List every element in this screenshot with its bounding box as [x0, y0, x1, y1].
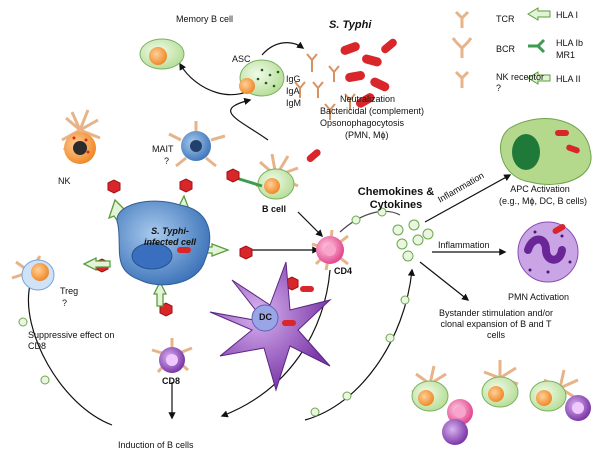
- apc-activation-label: APC Activation: [510, 184, 570, 194]
- arrow-asc-to-antibody: [261, 41, 305, 56]
- legend-nk-receptor-label: NK receptor ?: [496, 72, 545, 93]
- apc-cell: [500, 118, 592, 185]
- memory-b-cell: [139, 38, 185, 70]
- s-typhi-label: S. Typhi: [329, 19, 372, 31]
- nk-cell: [61, 109, 101, 164]
- bystander-label: Bystander stimulation and/or clonal expa…: [438, 308, 554, 340]
- pmn-mphi-label: (PMN, Mϕ): [345, 130, 389, 140]
- apc-examples-label: (e.g., Mϕ, DC, B cells): [498, 196, 588, 206]
- cd8-label: CD8: [162, 376, 181, 386]
- iga-label: IgA: [286, 86, 300, 96]
- legend-bcr-label: BCR: [496, 44, 516, 54]
- arrow-to-bystander: [419, 261, 470, 301]
- mait-label: MAIT: [152, 144, 174, 154]
- legend-tcr-icon: [454, 10, 470, 28]
- mait-question: ?: [164, 156, 170, 166]
- arrow-bcell-to-asc: [230, 97, 269, 141]
- cd4-label: CD4: [334, 266, 353, 276]
- igm-label: IgM: [286, 98, 302, 108]
- cd4-cell: [311, 229, 349, 271]
- treg-question: ?: [62, 298, 68, 308]
- cd8-cell: [151, 338, 193, 373]
- mait-cell: [168, 121, 226, 168]
- treg-label: Treg: [60, 286, 79, 296]
- cytokine-cluster: [392, 219, 434, 262]
- arrows: [28, 41, 512, 426]
- pmn-cell: [517, 221, 579, 283]
- memory-b-cell-label: Memory B cell: [176, 14, 234, 24]
- connector-dots: [18, 207, 410, 417]
- bactericidal-label: Bactericidal (complement): [320, 106, 425, 116]
- legend-hla-ii-label: HLA II: [556, 74, 581, 84]
- legend-hla-i-icon: [527, 7, 551, 21]
- b-cell: [235, 149, 321, 200]
- arrow-to-apc: [424, 174, 512, 223]
- arrow-cd4-chemokines: [339, 210, 401, 233]
- infected-cell-label: S. Typhi-infected cell: [143, 226, 197, 247]
- arrow-cd4-down: [220, 269, 331, 418]
- legend-hla-i-label: HLA I: [556, 10, 579, 20]
- arrow-bottom-right: [304, 268, 416, 421]
- legend-tcr-label: TCR: [496, 14, 515, 24]
- legend: [451, 7, 551, 88]
- opsonophagocytosis-label: Opsonophagocytosis: [320, 118, 405, 128]
- legend-hla-ii-icon: [527, 71, 551, 85]
- legend-hla-ib-mr1-icon: [528, 38, 546, 54]
- igg-label: IgG: [286, 74, 301, 84]
- neutralization-label: Neutralization: [340, 94, 396, 104]
- infected-cell: [116, 200, 211, 286]
- treg-cell: [11, 255, 55, 291]
- legend-nk-receptor-icon: [454, 70, 470, 88]
- legend-bcr-icon: [451, 37, 473, 58]
- asc-cell: [239, 59, 285, 97]
- arrow-bcell-to-cd4: [297, 211, 324, 238]
- pmn-activation-label: PMN Activation: [508, 292, 570, 302]
- asc-label: ASC: [232, 54, 251, 64]
- dc-label: DC: [259, 312, 272, 322]
- suppressive-label: Suppressive effect on CD8: [28, 330, 115, 351]
- bystander-cells: [411, 360, 591, 445]
- inflammation-lower-label: Inflammation: [438, 240, 490, 250]
- nk-label: NK: [58, 176, 71, 186]
- b-cell-label: B cell: [262, 204, 287, 214]
- antibodies-bacteria-cluster: [294, 38, 397, 120]
- legend-mr1-label: MR1: [556, 50, 576, 60]
- dendritic-cell: [209, 261, 332, 392]
- bottom-cut-label: Induction of B cells: [118, 440, 194, 450]
- legend-hla-ib-label: HLA Ib: [556, 38, 584, 48]
- arrow-treg-suppress: [28, 284, 113, 426]
- chemokines-label: Chemokines & Cytokines: [357, 186, 435, 211]
